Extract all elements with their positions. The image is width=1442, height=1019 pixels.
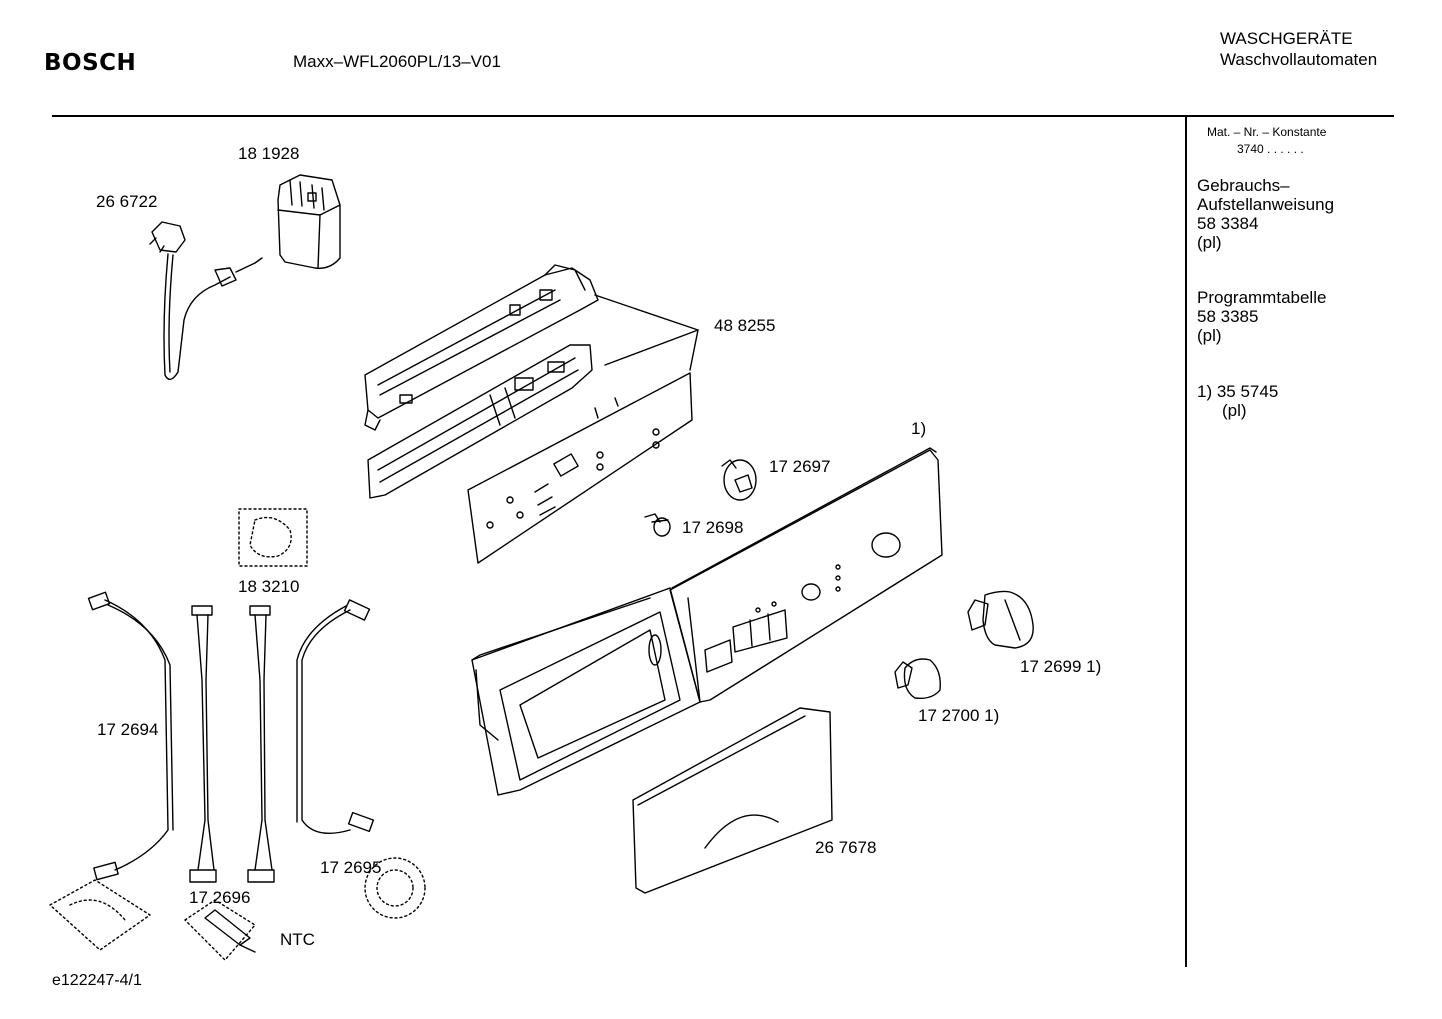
- reference-parts-dotted: [49, 508, 426, 961]
- drawing-code: e122247-4/1: [52, 972, 142, 989]
- programme-knob-part: [967, 590, 1034, 649]
- control-module-rail-lower: [367, 344, 593, 499]
- label-488255: 48 8255: [714, 316, 776, 335]
- footnote-line1: 1) 35 5745: [1197, 382, 1279, 401]
- temperature-knob-part: [894, 658, 941, 700]
- category-subtitle: Waschvollautomaten: [1220, 50, 1378, 69]
- manual-title-line1: Gebrauchs–: [1197, 176, 1290, 195]
- manual-number: 58 3384: [1197, 214, 1259, 233]
- label-footnote-1: 1): [911, 419, 927, 438]
- program-number: 58 3385: [1197, 307, 1259, 326]
- drawer-handle-cover: [632, 707, 833, 894]
- detergent-drawer-frame: [471, 587, 701, 796]
- program-title: Programmtabelle: [1197, 288, 1327, 307]
- power-cable-part: [149, 221, 263, 380]
- model-number: Maxx–WFL2060PL/13–V01: [293, 52, 501, 71]
- label-266722: 26 6722: [96, 192, 158, 211]
- control-module-rail-upper: [364, 264, 599, 431]
- manual-lang: (pl): [1197, 233, 1222, 252]
- mat-value: 3740 . . . . . .: [1237, 142, 1304, 156]
- suppressor-filter-part: [277, 174, 341, 269]
- label-181928: 18 1928: [238, 144, 300, 163]
- label-172697: 17 2697: [769, 457, 831, 476]
- footnote-line2: (pl): [1222, 401, 1247, 420]
- header-divider: [52, 115, 1394, 117]
- manual-title-line2: Aufstellanweisung: [1197, 195, 1335, 214]
- leader-line-488255-a: [594, 294, 699, 331]
- cable-harness-172696: [189, 605, 275, 883]
- label-267678: 26 7678: [815, 838, 877, 857]
- ntc-sensor-part: [204, 909, 256, 953]
- program-lang: (pl): [1197, 326, 1222, 345]
- cable-harness-172695: [296, 599, 375, 834]
- label-172698: 17 2698: [682, 518, 744, 537]
- label-172696: 17 2696: [189, 888, 251, 907]
- label-172695: 17 2695: [320, 858, 382, 877]
- label-183210: 18 3210: [238, 577, 300, 596]
- leader-line-488255-b: [604, 329, 699, 366]
- small-knob-part: [644, 513, 671, 537]
- leader-line-488255-c: [689, 329, 699, 371]
- category-title: WASCHGERÄTE: [1220, 29, 1353, 48]
- brand-logo: BOSCH: [44, 50, 137, 76]
- label-172699: 17 2699 1): [1020, 657, 1102, 676]
- sidebar-divider: [1185, 117, 1187, 967]
- cable-harness-172694: [87, 591, 174, 881]
- pcb-board-part: [467, 372, 693, 564]
- label-172694: 17 2694: [97, 720, 159, 739]
- knob-spindle-part: [721, 459, 757, 501]
- label-ntc: NTC: [280, 930, 315, 949]
- label-172700: 17 2700 1): [918, 706, 1000, 725]
- mat-label: Mat. – Nr. – Konstante: [1207, 125, 1327, 139]
